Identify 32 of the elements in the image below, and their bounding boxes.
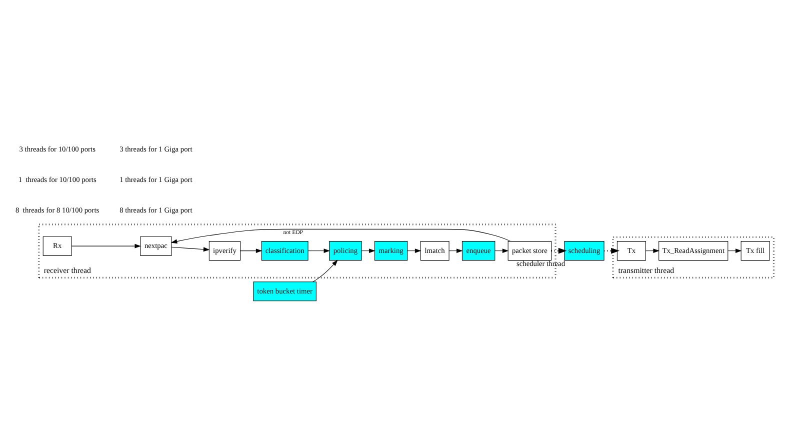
node-box: lmatch: [420, 240, 450, 260]
node-box: enqueue: [462, 240, 496, 260]
node-box: scheduling: [564, 240, 604, 260]
node-box: Rx: [42, 236, 72, 256]
node-box: classification: [261, 240, 308, 260]
node-box: token bucket timer: [253, 281, 316, 301]
node-box: Tx: [616, 240, 646, 260]
arrow: [171, 246, 210, 252]
node-label: scheduler thread: [516, 258, 566, 268]
arrow: [361, 248, 376, 253]
arrow: [407, 248, 422, 253]
arrow: [604, 247, 620, 254]
label: 1 threads for 1 Giga port: [120, 174, 192, 184]
node-box: nextpac: [140, 236, 172, 256]
node-box: policing: [329, 240, 362, 260]
arrow: [312, 259, 338, 282]
node-box: marking: [374, 240, 408, 260]
node-box: ipverify: [208, 240, 241, 260]
arrow: [71, 243, 142, 248]
label: 1 threads for 10/100 ports: [18, 174, 96, 184]
arrow: [170, 228, 511, 244]
label: 3 threads for 1 Giga port: [120, 144, 192, 154]
node-box: Tx_ReadAssignment: [658, 240, 728, 260]
node-box: packet store: [508, 240, 552, 260]
node-box: Tx fill: [740, 240, 770, 260]
arrow: [448, 248, 463, 253]
arrow: [240, 248, 262, 253]
label: 8 threads for 1 Giga port: [120, 205, 192, 214]
arrow: [308, 248, 330, 253]
label: 8 threads for 8 10/100 ports: [16, 205, 100, 214]
label: 3 threads for 10/100 ports: [19, 144, 96, 154]
arrow: [494, 248, 509, 253]
